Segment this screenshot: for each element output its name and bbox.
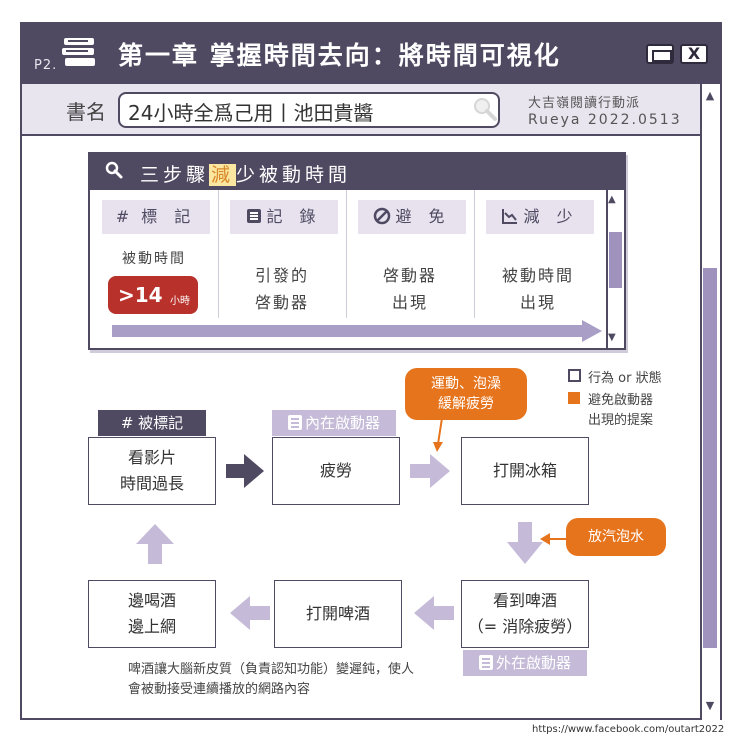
column-divider bbox=[474, 190, 475, 318]
node-see-beer: 看到啤酒（= 消除疲勞） bbox=[461, 580, 589, 648]
legend-item-proposal-line1: 避免啟動器 bbox=[588, 393, 654, 408]
arrow-up-icon bbox=[136, 524, 174, 564]
tag-internal-trigger: 內在啟動器 bbox=[272, 410, 396, 436]
scroll-down-icon[interactable]: ▼ bbox=[705, 699, 715, 712]
callout-pointer-icon bbox=[540, 533, 568, 545]
steps-panel-title: 三步驟減少被動時間 bbox=[140, 164, 352, 186]
step-record-header: 記 錄 bbox=[230, 200, 338, 234]
node-open-fridge: 打開冰箱 bbox=[461, 437, 589, 505]
progress-arrow bbox=[112, 320, 602, 342]
steps-panel-header bbox=[90, 154, 624, 190]
step-avoid-text: 啓動器 出現 bbox=[382, 266, 437, 312]
step-mark-header: #標 記 bbox=[102, 200, 210, 234]
callout-exercise bbox=[405, 368, 527, 420]
step-reduce-header: 減 少 bbox=[486, 200, 594, 234]
step-avoid-header: 避 免 bbox=[358, 200, 466, 234]
legend-item-proposal-line2: 出現的提案 bbox=[588, 413, 654, 428]
list-icon bbox=[287, 415, 302, 430]
time-badge-unit: 小時 bbox=[170, 296, 190, 307]
page-number: P2. bbox=[34, 58, 58, 73]
arrow-left-icon bbox=[230, 596, 270, 630]
search-icon[interactable] bbox=[472, 96, 498, 122]
time-badge bbox=[108, 276, 198, 314]
footer-url[interactable]: https://www.facebook.com/outart2022 bbox=[532, 724, 725, 735]
magnifier-icon bbox=[105, 161, 123, 179]
callout-exercise-line1: 運動、泡澡 bbox=[431, 376, 501, 392]
arrow-down-icon bbox=[507, 522, 543, 564]
node-drink-browse: 邊喝酒邊上網 bbox=[88, 580, 216, 648]
title-highlight: 減 bbox=[209, 164, 237, 186]
credit-group: 大吉嶺閱讀行動派 bbox=[528, 96, 641, 111]
book-title-field[interactable] bbox=[118, 92, 500, 128]
tag-marked: # 被標記 bbox=[98, 410, 206, 436]
minimize-icon[interactable] bbox=[646, 44, 674, 64]
legend-box-icon bbox=[568, 369, 581, 382]
legend-orange-icon bbox=[568, 392, 580, 404]
node-watch-video: 看影片時間過長 bbox=[88, 437, 216, 505]
column-divider bbox=[346, 190, 347, 318]
book-title-value: 24小時全爲己用丨池田貴醬 bbox=[128, 101, 374, 125]
title-bar bbox=[22, 24, 720, 84]
callout-exercise-line2: 緩解疲勞 bbox=[438, 396, 494, 412]
tag-external-trigger: 外在啟動器 bbox=[463, 650, 587, 676]
time-badge-value: >14 bbox=[118, 283, 163, 307]
step-reduce-text: 被動時間 出現 bbox=[501, 266, 574, 312]
credit-author-date: Rueya 2022.0513 bbox=[528, 112, 682, 128]
arrow-left-icon bbox=[414, 596, 454, 630]
chart-icon bbox=[502, 209, 518, 224]
panel-scroll-down-icon[interactable]: ▼ bbox=[608, 332, 616, 343]
legend-item-state: 行為 or 狀態 bbox=[588, 371, 662, 386]
callout-sparkling-water: 放汽泡水 bbox=[566, 518, 666, 556]
panel-scroll-up-icon[interactable]: ▲ bbox=[608, 194, 616, 205]
page-title: 第一章 掌握時間去向：將時間可視化 bbox=[118, 41, 561, 70]
close-icon[interactable]: X bbox=[680, 44, 708, 64]
step-record-text: 引發的 啓動器 bbox=[254, 266, 309, 312]
column-divider bbox=[218, 190, 219, 318]
ban-icon bbox=[374, 207, 391, 225]
node-open-beer: 打開啤酒 bbox=[274, 580, 402, 648]
list-icon bbox=[247, 209, 262, 223]
books-icon bbox=[62, 38, 95, 66]
scroll-up-icon[interactable]: ▲ bbox=[705, 89, 715, 102]
scrollbar-thumb[interactable] bbox=[703, 268, 717, 648]
list-icon bbox=[478, 655, 493, 670]
node-fatigue: 疲勞 bbox=[272, 437, 400, 505]
step-mark-text: 被動時間 bbox=[122, 251, 186, 267]
arrow-right-icon bbox=[410, 454, 450, 488]
panel-scrollbar-thumb[interactable] bbox=[609, 232, 622, 288]
book-label: 書名 bbox=[66, 100, 106, 124]
arrow-right-dark-icon bbox=[226, 454, 264, 488]
explanation-note: 啤酒讓大腦新皮質（負責認知功能）變遲鈍，使人會被動接受連續播放的網路內容 bbox=[128, 662, 415, 697]
callout-pointer-icon bbox=[433, 418, 443, 452]
